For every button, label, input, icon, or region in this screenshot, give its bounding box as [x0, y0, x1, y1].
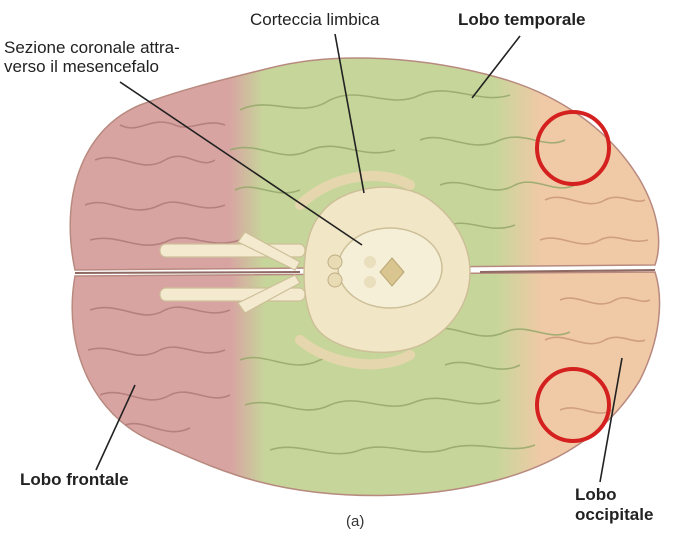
label-occipital-lobe: Lobo occipitale [575, 485, 653, 525]
label-temporal-lobe: Lobo temporale [458, 10, 586, 29]
label-coronal-section-line2: verso il mesencefalo [4, 57, 180, 76]
mammillary-body-right [328, 273, 342, 287]
label-coronal-section: Sezione coronale attra- verso il mesence… [4, 38, 180, 76]
label-occipital-line2: occipitale [575, 505, 653, 525]
red-nucleus-right [364, 276, 376, 288]
label-occipital-line1: Lobo [575, 485, 653, 505]
figure-caption: (a) [346, 513, 364, 530]
mammillary-body-left [328, 255, 342, 269]
label-frontal-lobe: Lobo frontale [20, 470, 129, 489]
red-nucleus-left [364, 256, 376, 268]
label-coronal-section-line1: Sezione coronale attra- [4, 38, 180, 57]
label-limbic-cortex: Corteccia limbica [250, 10, 379, 29]
